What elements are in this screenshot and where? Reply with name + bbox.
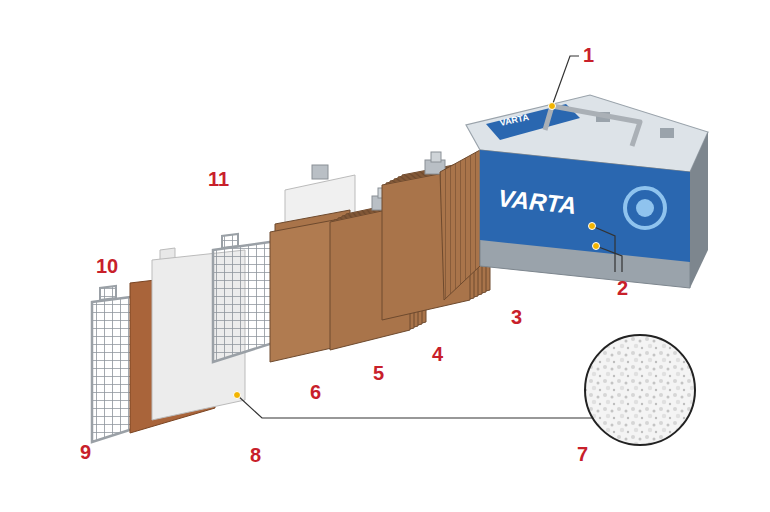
leader-line — [237, 56, 622, 418]
brand-text: VARTA — [499, 113, 530, 129]
callout-number: 4 — [432, 343, 443, 365]
callout-number: 3 — [511, 306, 522, 328]
callout-number: 7 — [577, 443, 588, 465]
magnified-detail — [585, 335, 695, 445]
callout-number: 8 — [250, 444, 261, 466]
callout-number: 9 — [80, 441, 91, 463]
callout-number: 2 — [617, 277, 628, 299]
callout-number: 6 — [310, 381, 321, 403]
callout-dot — [234, 103, 600, 399]
callout-number: 10 — [96, 255, 118, 277]
callout-number: 11 — [208, 168, 229, 190]
callout-number: 5 — [373, 362, 384, 384]
brand-text: VARTA — [497, 185, 578, 219]
callout-number: 1 — [583, 44, 594, 66]
battery — [440, 95, 708, 300]
